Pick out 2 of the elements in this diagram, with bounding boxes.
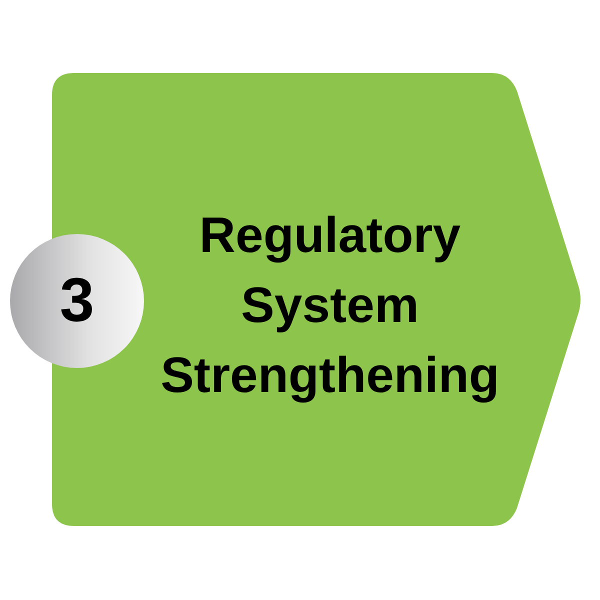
step-number: 3 bbox=[60, 270, 94, 332]
banner-title: Regulatory System Strengthening bbox=[160, 206, 500, 405]
